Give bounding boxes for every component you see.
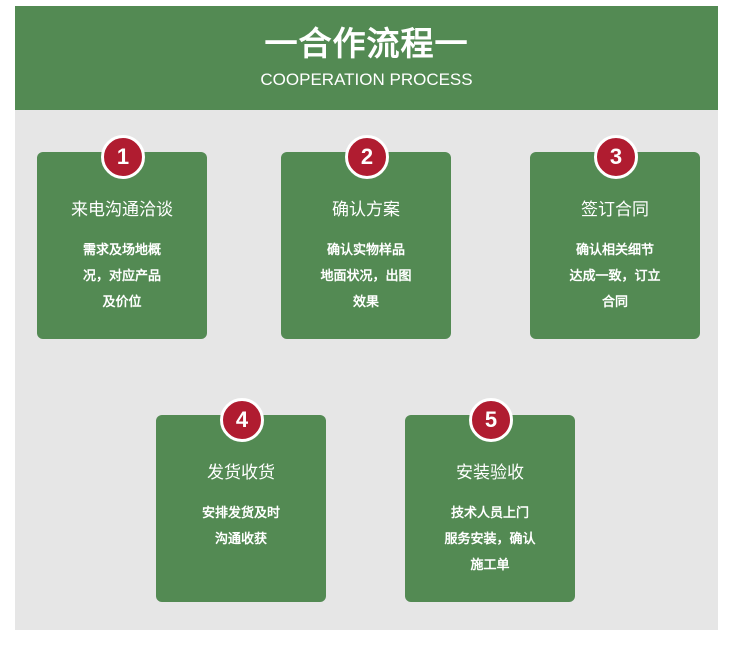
step-title: 签订合同 [581,200,649,220]
step-title: 确认方案 [332,200,400,220]
step-card-3: 3 签订合同 确认相关细节 达成一致，订立 合同 [530,135,700,339]
step-description-line: 地面状况，出图 [320,269,412,284]
step-number-badge: 5 [469,398,513,442]
header-banner: 一合作流程一 COOPERATION PROCESS [15,6,718,110]
step-title: 来电沟通洽谈 [71,200,173,220]
step-description: 安排发货及时 沟通收获 [166,501,316,553]
step-number-badge: 3 [594,135,638,179]
page-subtitle: COOPERATION PROCESS [260,70,473,89]
step-description-line: 确认实物样品 [326,243,405,258]
step-description: 确认实物样品 地面状况，出图 效果 [291,238,441,316]
step-description-line: 合同 [601,295,628,310]
step-description-line: 服务安装，确认 [444,532,536,547]
step-description: 需求及场地概 况，对应产品 及价位 [47,238,197,316]
step-card-1: 1 来电沟通洽谈 需求及场地概 况，对应产品 及价位 [37,135,207,339]
step-description-line: 沟通收获 [214,532,267,547]
step-title: 发货收货 [207,463,275,483]
step-number-badge: 1 [101,135,145,179]
step-description-line: 况，对应产品 [82,269,161,284]
step-description-line: 安排发货及时 [201,506,280,521]
step-description-line: 技术人员上门 [450,506,529,521]
page-title: 一合作流程一 [264,24,469,63]
step-card-5: 5 安装验收 技术人员上门 服务安装，确认 施工单 [405,398,575,602]
step-description-line: 效果 [352,295,379,310]
step-description-line: 达成一致，订立 [569,269,661,284]
step-card-2: 2 确认方案 确认实物样品 地面状况，出图 效果 [281,135,451,339]
step-card-4: 4 发货收货 安排发货及时 沟通收获 [156,398,326,602]
step-description: 确认相关细节 达成一致，订立 合同 [540,238,690,316]
step-description-line: 及价位 [102,295,142,310]
step-title: 安装验收 [456,463,524,483]
step-description-line: 需求及场地概 [82,243,161,258]
step-number-badge: 2 [345,135,389,179]
step-description-line: 确认相关细节 [575,243,654,258]
step-description-line: 施工单 [470,558,510,573]
step-description: 技术人员上门 服务安装，确认 施工单 [415,501,565,579]
step-number-badge: 4 [220,398,264,442]
